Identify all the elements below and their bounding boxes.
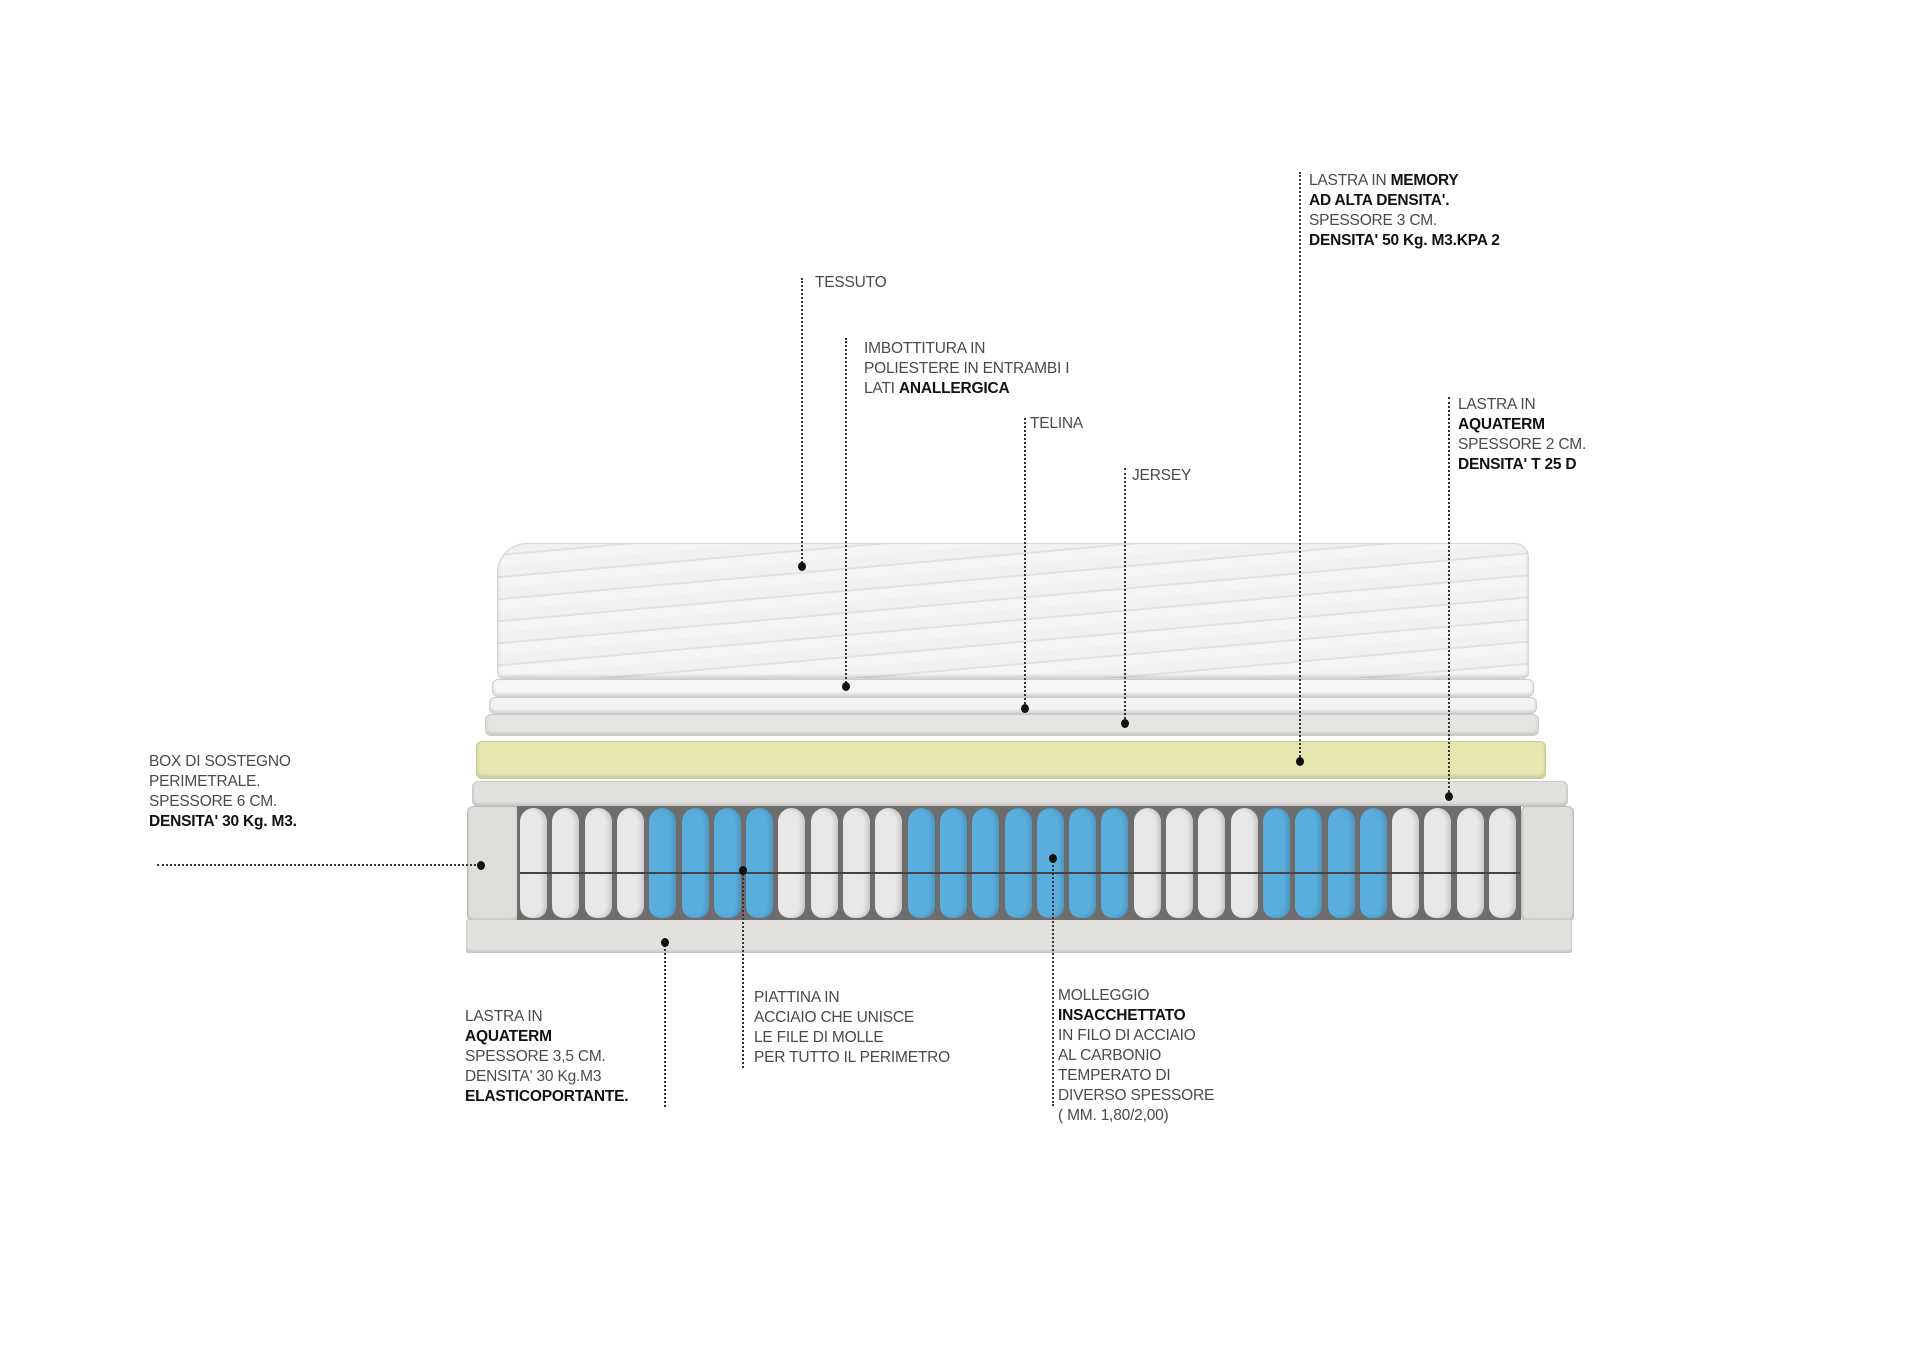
leader-line — [801, 278, 803, 566]
perimeter-box-right — [1521, 806, 1574, 922]
pocket-spring-white — [616, 808, 644, 918]
padding-layer — [492, 679, 1534, 697]
pocket-spring-blue — [746, 808, 774, 918]
pocket-spring-white — [1198, 808, 1226, 918]
pocket-spring-blue — [1327, 808, 1355, 918]
pocket-spring-white — [520, 808, 547, 918]
label-tessuto: TESSUTO — [815, 274, 887, 291]
leader-line — [1299, 172, 1301, 761]
pocket-spring-blue — [1101, 808, 1129, 918]
marker-dot — [1021, 704, 1029, 713]
label-jersey: JERSEY — [1132, 467, 1192, 484]
pocket-spring-blue — [649, 808, 677, 918]
pocket-spring-white — [778, 808, 806, 918]
pocket-spring-white — [1166, 808, 1193, 918]
pocket-spring-white — [552, 808, 580, 918]
pocket-spring-white — [810, 808, 838, 918]
leader-line — [1052, 858, 1054, 1106]
pocket-spring-blue — [1036, 808, 1064, 918]
label-telina: TELINA — [1030, 415, 1084, 432]
pocket-spring-blue — [1262, 808, 1290, 918]
pocket-spring-blue — [1295, 808, 1323, 918]
marker-dot — [1445, 792, 1453, 801]
pocket-spring-blue — [1069, 808, 1097, 918]
jersey-layer — [485, 714, 1539, 736]
pocket-spring-white — [875, 808, 903, 918]
pocket-spring-white — [1456, 808, 1484, 918]
memory-foam-layer — [476, 741, 1546, 779]
pocket-spring-blue — [1004, 808, 1032, 918]
pocket-spring-blue — [939, 808, 967, 918]
pocket-spring-white — [1489, 808, 1516, 918]
pocket-spring-blue — [907, 808, 935, 918]
aquaterm-top-layer — [472, 781, 1568, 807]
fabric-top-layer — [497, 543, 1529, 679]
pocket-spring-white — [1392, 808, 1420, 918]
leader-line — [845, 338, 847, 686]
pocket-spring-blue — [713, 808, 741, 918]
marker-dot — [661, 938, 669, 947]
marker-dot — [842, 682, 850, 691]
leader-line — [157, 864, 480, 866]
marker-dot — [739, 866, 747, 875]
pocket-spring-blue — [1359, 808, 1387, 918]
leader-line — [1024, 418, 1026, 708]
marker-dot — [798, 562, 806, 571]
pocket-spring-blue — [972, 808, 1000, 918]
pocket-spring-blue — [681, 808, 709, 918]
leader-line — [1124, 468, 1126, 723]
telina-layer — [489, 697, 1537, 714]
marker-dot — [477, 861, 485, 870]
pocket-spring-white — [1230, 808, 1258, 918]
pocket-spring-white — [584, 808, 612, 918]
marker-dot — [1121, 719, 1129, 728]
leader-line — [1448, 397, 1450, 796]
leader-line — [664, 942, 666, 1107]
steel-strip — [520, 872, 1520, 874]
marker-dot — [1296, 757, 1304, 766]
aquaterm-bottom-layer — [466, 920, 1572, 953]
pocket-spring-white — [843, 808, 870, 918]
leader-line — [742, 870, 744, 1068]
pocket-spring-white — [1133, 808, 1161, 918]
marker-dot — [1049, 854, 1057, 863]
spring-block — [517, 806, 1521, 920]
pocket-spring-white — [1424, 808, 1452, 918]
